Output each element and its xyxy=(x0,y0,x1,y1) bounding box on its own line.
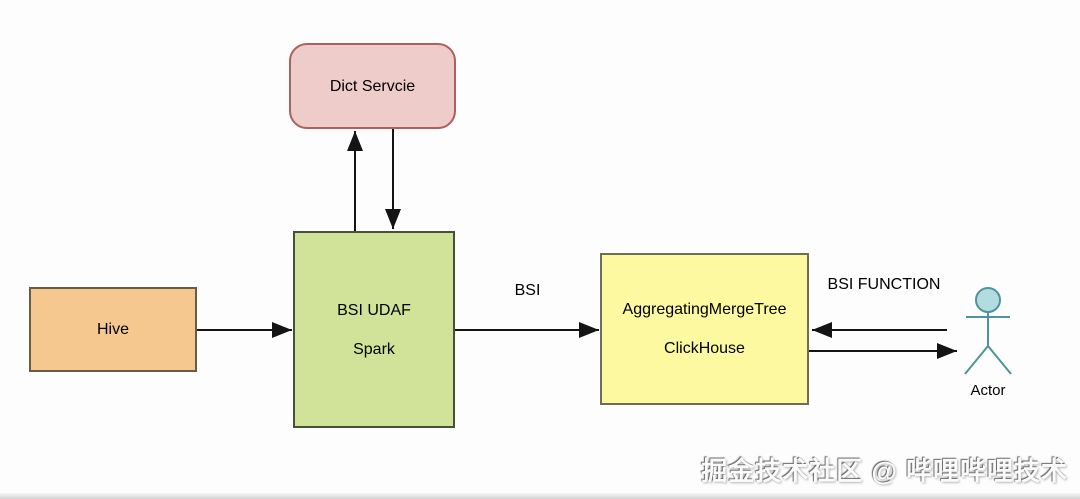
edge-label-bsi: BSI xyxy=(514,282,541,299)
node-dict-service-label: Dict Servcie xyxy=(329,77,416,95)
node-hive-label: Hive xyxy=(96,321,129,338)
node-clickhouse: AggregatingMergeTree ClickHouse xyxy=(600,253,809,405)
node-hive: Hive xyxy=(29,287,197,372)
edge-label-bsi-function: BSI FUNCTION xyxy=(827,276,941,293)
node-spark-label-line1: BSI UDAF xyxy=(337,301,411,319)
actor-leg-left xyxy=(964,345,989,375)
node-spark-label-line2: Spark xyxy=(353,340,395,358)
node-dict-service: Dict Servcie xyxy=(289,43,456,129)
actor-icon xyxy=(964,287,1012,375)
node-spark: BSI UDAF Spark xyxy=(293,231,455,428)
node-clickhouse-label-line1: AggregatingMergeTree xyxy=(622,301,787,318)
bottom-edge-bar xyxy=(0,493,1080,499)
actor-head xyxy=(975,287,1001,313)
node-clickhouse-label-line2: ClickHouse xyxy=(664,340,745,357)
actor-label: Actor xyxy=(970,382,1006,399)
watermark-text: 掘金技术社区 @ 哔哩哔哩技术 xyxy=(701,456,1068,486)
actor-leg-right xyxy=(987,345,1012,375)
